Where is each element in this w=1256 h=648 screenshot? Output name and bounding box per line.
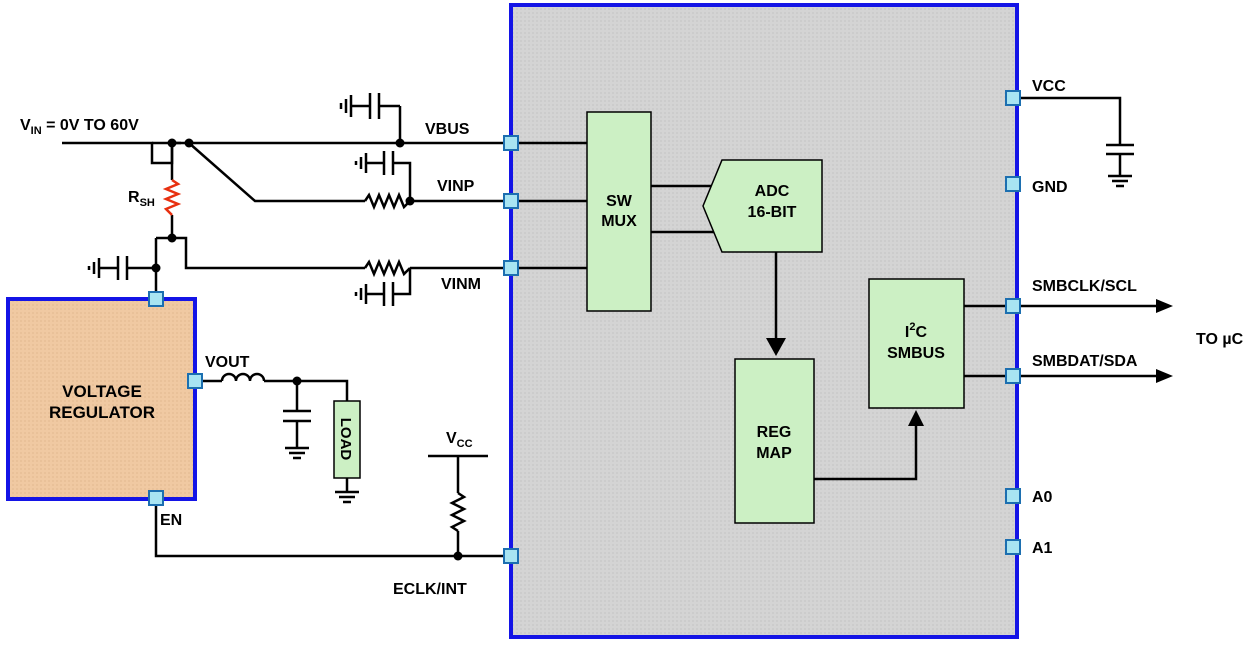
reg-label-line2: MAP [756, 445, 792, 462]
right-wiring [1019, 96, 1158, 378]
regulator-input-capacitor [87, 256, 156, 280]
vinp-resistor [363, 191, 411, 211]
regulator-label-line1: VOLTAGE [62, 382, 142, 401]
vin-label: VIN = 0V TO 60V [20, 117, 139, 137]
mux-label-line2: MUX [601, 213, 637, 230]
pin-gnd [1005, 176, 1021, 192]
pin-smbclk [1005, 298, 1021, 314]
reg-label-line1: REG [757, 424, 792, 441]
vbus-label: VBUS [425, 121, 470, 138]
vout-wiring [203, 372, 359, 504]
adc-label-line1: ADC [755, 183, 790, 200]
pin-a0 [1005, 488, 1021, 504]
vinm-label: VINM [441, 276, 481, 293]
to-uc-label: TO µC [1196, 331, 1244, 348]
regulator-label-line2: REGULATOR [49, 403, 155, 422]
reg-map-block [734, 358, 815, 524]
mux-label-line1: SW [606, 193, 633, 210]
smbclk-label: SMBCLK/SCL [1032, 278, 1137, 295]
i2c-label-line2: SMBUS [887, 345, 945, 362]
voltage-regulator-block [6, 297, 197, 501]
shunt-resistor [162, 178, 182, 216]
a1-label: A1 [1032, 540, 1053, 557]
pin-vbus [503, 135, 519, 151]
eclk-label: ECLK/INT [393, 581, 467, 598]
mux-block [586, 111, 652, 312]
smbus-arrow-head [908, 410, 924, 426]
pin-a1 [1005, 539, 1021, 555]
pin-en [148, 490, 164, 506]
adc-label-line2: 16-BIT [748, 204, 797, 221]
pin-eclk [503, 548, 519, 564]
load-label: LOAD [337, 418, 354, 461]
eclk-wiring [154, 454, 511, 558]
pin-regulator-in [148, 291, 164, 307]
en-label: EN [160, 512, 182, 529]
a0-label: A0 [1032, 489, 1053, 506]
vbus-capacitor [339, 93, 400, 119]
pin-vcc [1005, 90, 1021, 106]
vcc-pullup-label: VCC [446, 430, 473, 450]
pin-vinp [503, 193, 519, 209]
smbdat-arrow-head [1156, 369, 1173, 383]
vinp-label: VINP [437, 178, 475, 195]
vinm-resistor [363, 258, 411, 278]
vinm-capacitor [354, 282, 412, 306]
adc-block [702, 159, 823, 253]
i2c-label-line1: I2C [905, 321, 928, 341]
input-wiring [62, 106, 511, 293]
smbclk-arrow-head [1156, 299, 1173, 313]
pin-smbdat [1005, 368, 1021, 384]
pin-vinm [503, 260, 519, 276]
smbdat-label: SMBDAT/SDA [1032, 353, 1138, 370]
adc-to-reg-arrow [766, 338, 786, 356]
vcc-label: VCC [1032, 78, 1066, 95]
pin-vout [187, 373, 203, 389]
gnd-label: GND [1032, 179, 1068, 196]
internal-wiring [519, 141, 1006, 481]
vout-label: VOUT [205, 354, 250, 371]
rsh-label: RSH [128, 189, 155, 209]
i2c-smbus-block [868, 278, 965, 409]
load-block [333, 400, 361, 479]
vinp-capacitor [354, 151, 412, 178]
